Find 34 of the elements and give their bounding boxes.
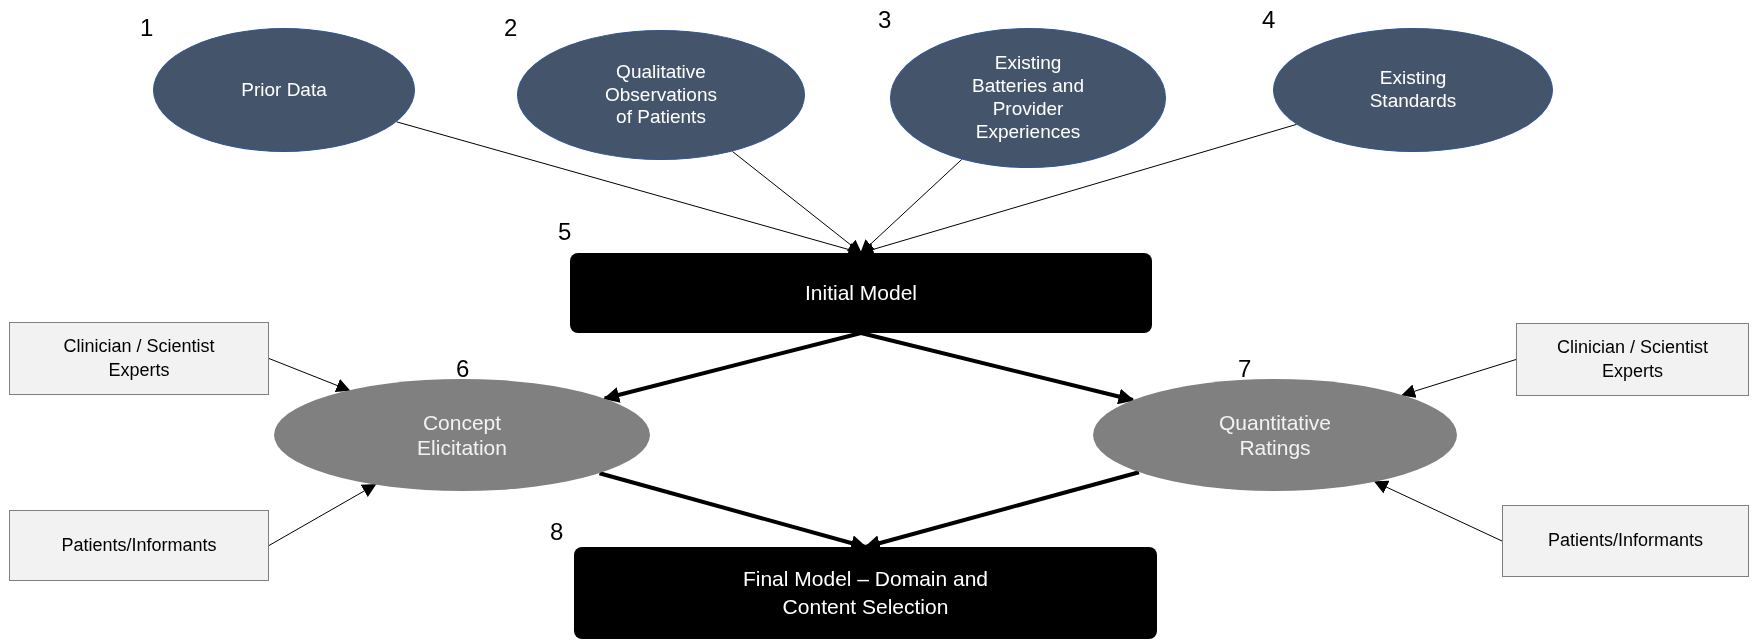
node-label: Final Model – Domain and Content Selection [741, 565, 990, 620]
node-label: Clinician / Scientist Experts [1555, 336, 1710, 383]
callout-number: 2 [504, 14, 518, 42]
node-label: Patients/Informants [1547, 529, 1704, 553]
node-label: Clinician / Scientist Experts [62, 335, 216, 382]
callout-number: 4 [1262, 6, 1276, 34]
node-label: Quantitative Ratings [1217, 409, 1333, 461]
arrow [860, 331, 1135, 405]
callout-number: 6 [456, 355, 470, 383]
arrow [859, 158, 963, 254]
arrow [731, 150, 863, 254]
arrow [268, 358, 351, 393]
node-label: Initial Model [804, 279, 918, 306]
callout-number: 7 [1238, 355, 1252, 383]
input-box [1516, 323, 1749, 396]
node-label: Prior Data [241, 78, 327, 102]
arrow [268, 484, 377, 546]
input-box [9, 510, 269, 581]
callout-number: 5 [558, 218, 572, 246]
node-label: Patients/Informants [61, 533, 217, 557]
node-label: Existing Standards [1368, 67, 1458, 113]
arrow [1373, 480, 1503, 542]
input-box [9, 322, 269, 395]
model-box [570, 253, 1152, 333]
arrow [1401, 359, 1517, 398]
callout-number: 3 [878, 6, 892, 34]
callout-number: 8 [550, 518, 564, 546]
callout-number: 1 [140, 14, 154, 42]
input-box [1502, 505, 1749, 577]
node-label: Existing Batteries and Provider Experiences [971, 52, 1085, 144]
node-label: Concept Elicitation [416, 409, 508, 461]
node-label: Qualitative Observations of Patients [604, 60, 718, 130]
arrow [603, 331, 862, 403]
model-box [574, 547, 1157, 639]
